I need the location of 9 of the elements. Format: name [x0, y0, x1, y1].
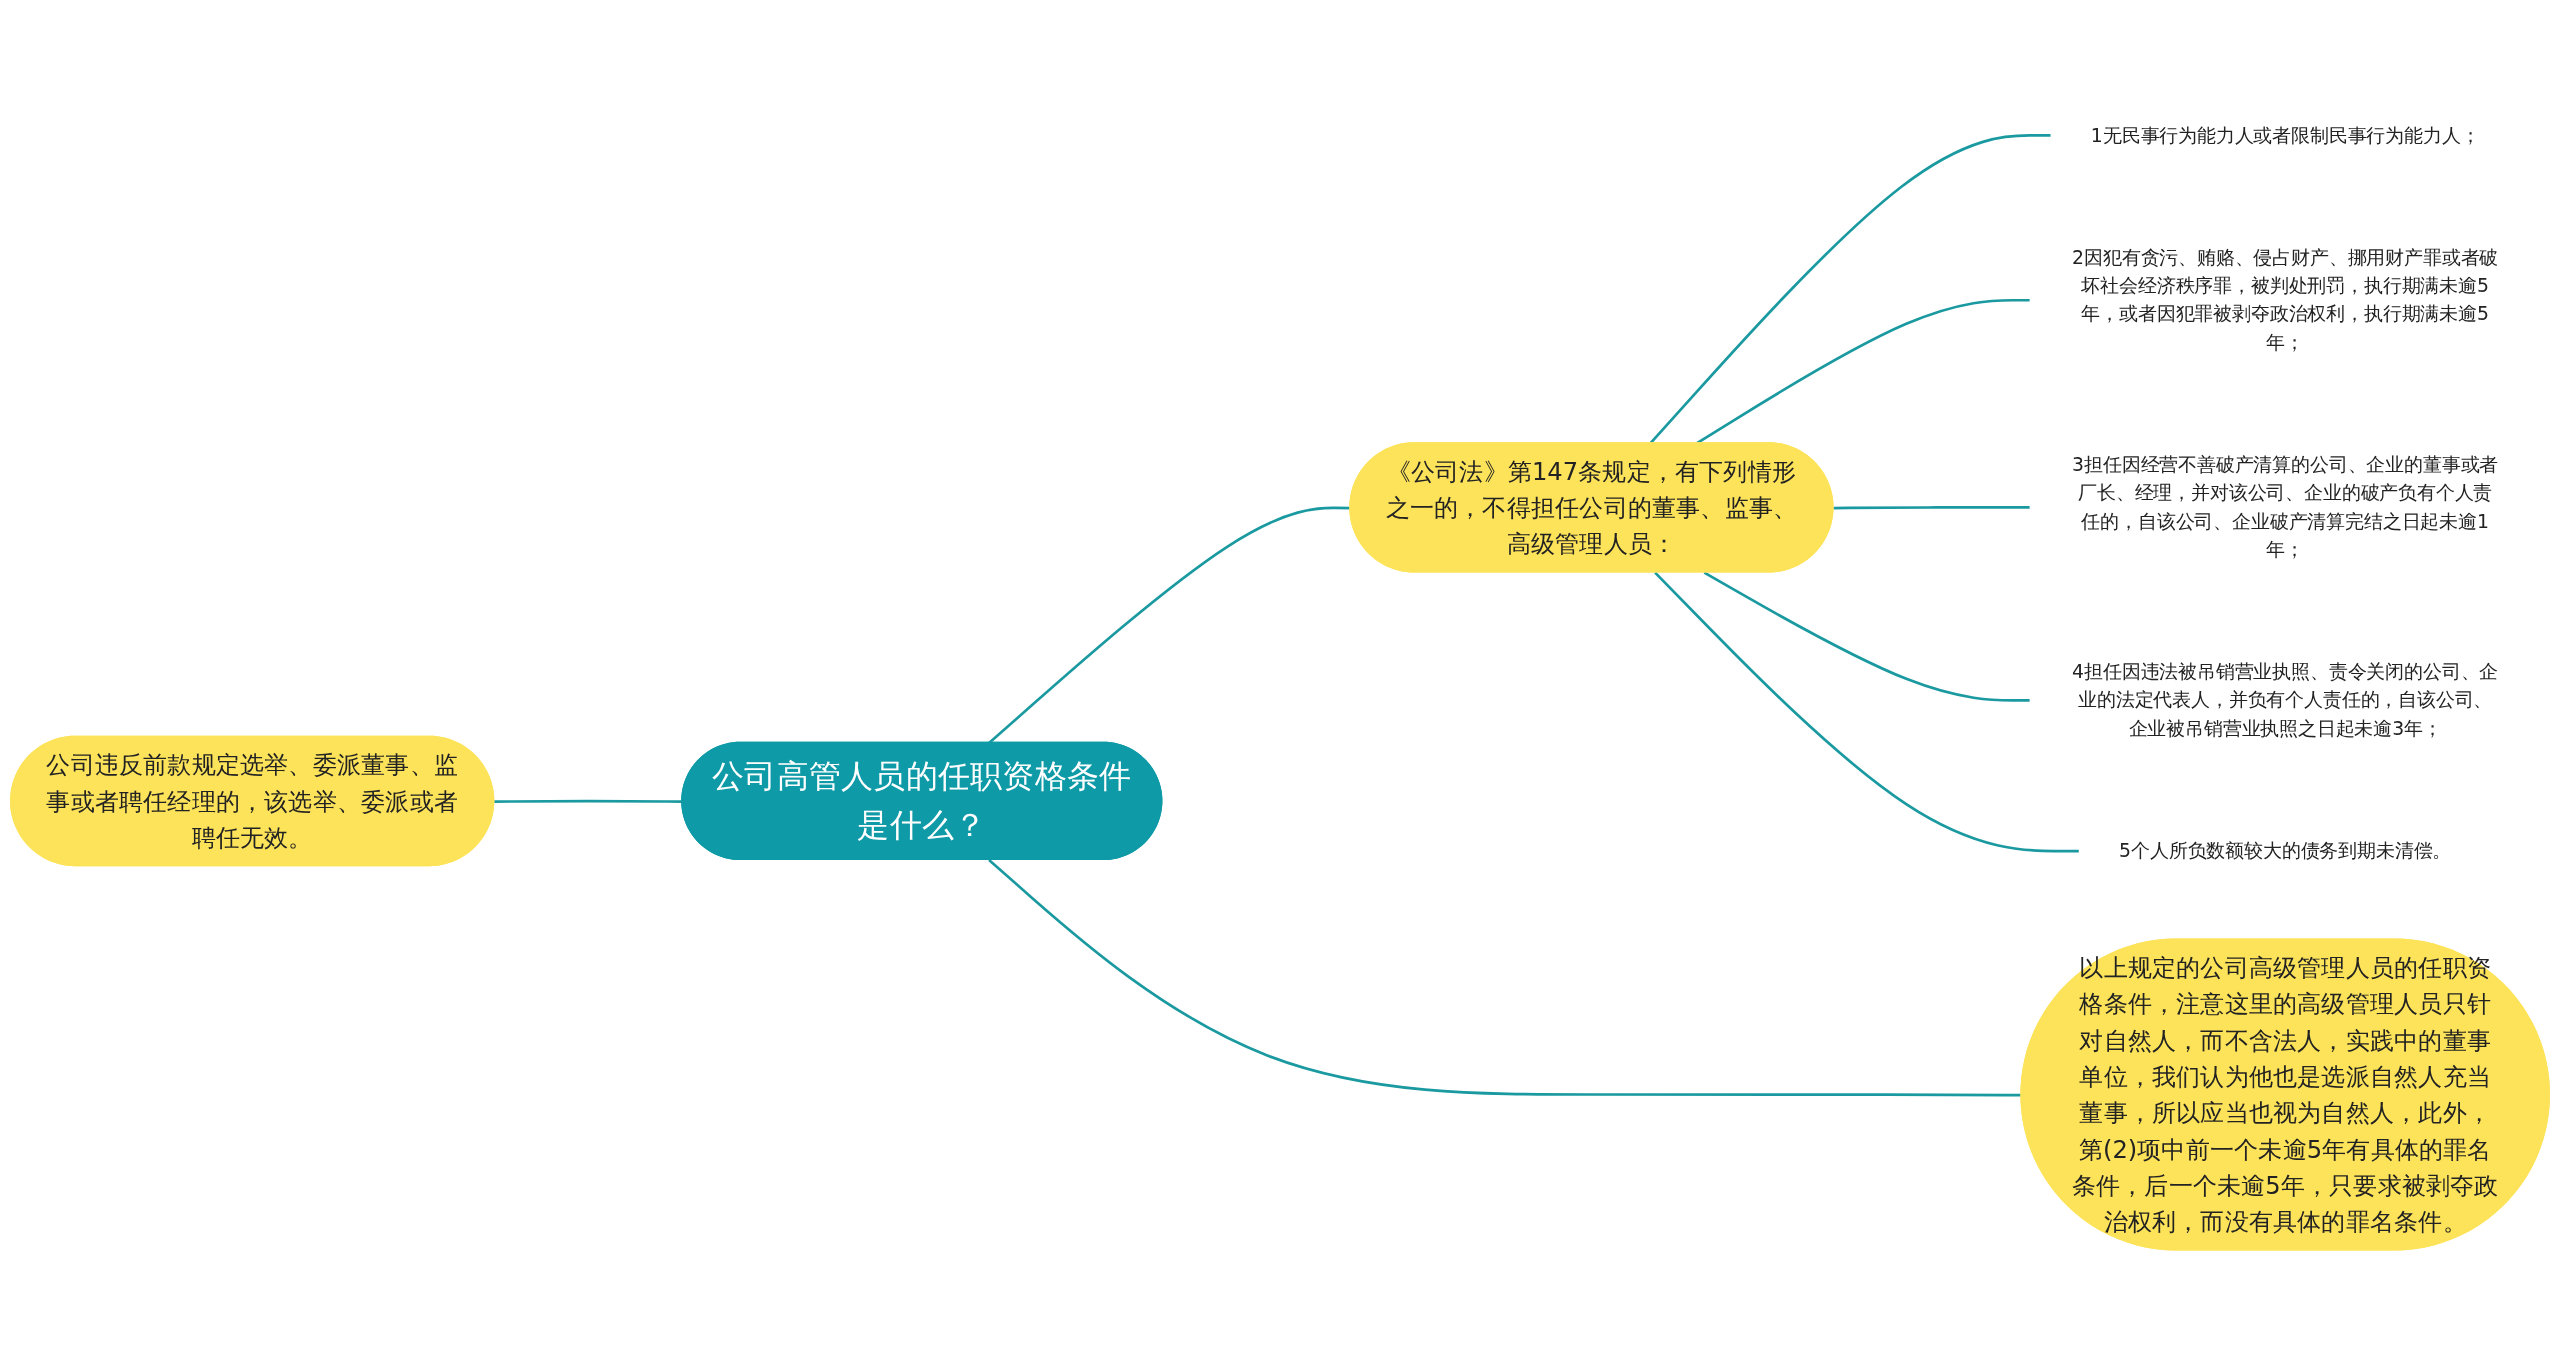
node-text: 2因犯有贪污、贿赂、侵占财产、挪用财产罪或者破坏社会经济秩序罪，被判处刑罚，执行期满未逾5年，或者因犯罪被剥夺政治权利，执行期满未逾5年；: [2072, 246, 2499, 353]
node-text: 5个人所负数额较大的债务到期未清偿。: [2119, 839, 2452, 862]
connector: [988, 859, 2022, 1097]
connector: [1833, 506, 2030, 510]
node-text: 1无民事行为能力人或者限制民事行为能力人；: [2090, 124, 2480, 146]
node-text: 3担任因经营不善破产清算的公司、企业的董事或者厂长、经理，并对该公司、企业的破产负有个人责任的，自该公司、企业破产清算完结之日起未逾1年；: [2072, 453, 2499, 560]
connector: [1703, 571, 2030, 702]
connector: [1654, 571, 2079, 853]
node-text: 4担任因违法被吊销营业执照、责令关闭的公司、企业的法定代表人，并负有个人责任的，自该公司、企业被吊销营业执照之日起未逾3年；: [2072, 660, 2499, 739]
